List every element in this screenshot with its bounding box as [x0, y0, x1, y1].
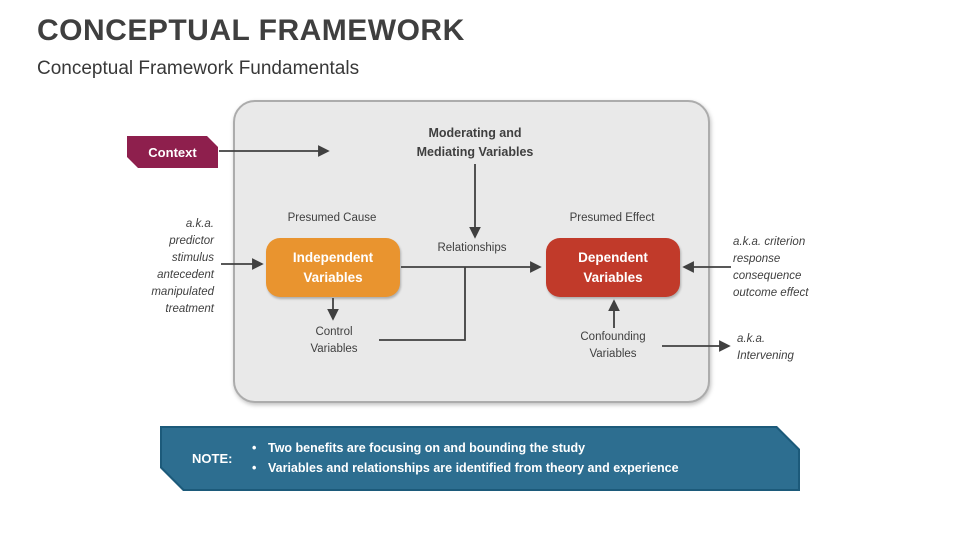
control-variables-label: Control Variables	[310, 326, 358, 355]
aka-intervening-annotation: a.k.a. Intervening	[737, 333, 794, 362]
note-label: NOTE:	[192, 451, 233, 466]
note-banner-fill: NOTE: Two benefits are focusing on and b…	[162, 428, 798, 489]
note-bullet-list: Two benefits are focusing on and boundin…	[252, 428, 679, 489]
presumed-cause-label: Presumed Cause	[287, 212, 377, 224]
confounding-variables-label: Confounding Variables	[580, 331, 646, 360]
context-tag: Context	[127, 136, 218, 168]
relationships-label: Relationships	[437, 242, 507, 254]
moderating-mediating-label: Moderating and Mediating Variables	[416, 126, 534, 159]
dependent-variables-box: Dependent Variables	[546, 238, 680, 297]
context-tag-label: Context	[148, 144, 197, 160]
aka-independent-annotation: a.k.a. predictor stimulus antecedent man…	[151, 218, 214, 315]
aka-dependent-annotation: a.k.a. criterion response consequence ou…	[733, 236, 809, 299]
page-title: CONCEPTUAL FRAMEWORK	[37, 14, 465, 47]
note-bullet-1: Two benefits are focusing on and boundin…	[252, 439, 679, 459]
page-subtitle: Conceptual Framework Fundamentals	[37, 58, 360, 79]
presumed-effect-label: Presumed Effect	[569, 212, 655, 224]
independent-variables-box: Independent Variables	[266, 238, 400, 297]
note-bullet-2: Variables and relationships are identifi…	[252, 459, 679, 479]
note-banner: NOTE: Two benefits are focusing on and b…	[160, 426, 800, 491]
